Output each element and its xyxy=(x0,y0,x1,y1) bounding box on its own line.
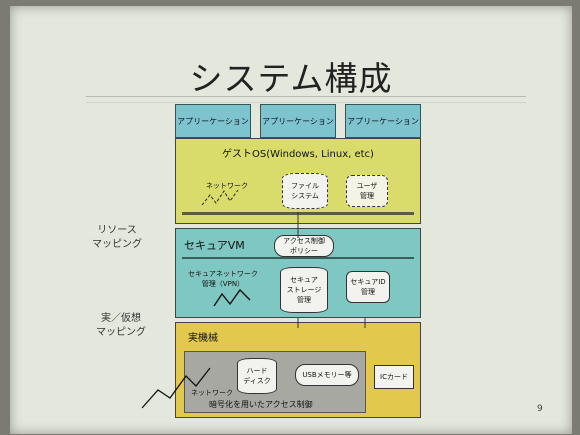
user-mgmt-line-1: ユーザ xyxy=(356,182,378,190)
side-label-real-virtual-mapping: 実／仮想 マッピング xyxy=(96,312,146,340)
app-box-3: アプリーケーション xyxy=(345,104,421,138)
slide-screen: システム構成 リソース マッピング 実／仮想 マッピング アプリーケーション ア… xyxy=(10,6,572,434)
app-box-1: アプリーケーション xyxy=(175,104,251,138)
hard-disk-cylinder: ハード ディスク xyxy=(237,358,277,394)
hardware-network-squiggle xyxy=(141,367,211,409)
page-number: 9 xyxy=(537,404,543,414)
side-label-line-1: 実／仮想 xyxy=(101,313,141,324)
usb-memory-pill: USBメモリー等 xyxy=(295,364,359,386)
access-policy-pill: アクセス制御 ポリシー xyxy=(274,235,334,257)
hardware-title: 実機械 xyxy=(188,333,218,344)
connector-lines xyxy=(141,189,366,409)
secure-storage-line-2: ストレージ xyxy=(286,286,322,294)
guest-network-squiggle xyxy=(201,189,239,206)
user-management-box: ユーザ 管理 xyxy=(346,175,388,207)
secure-storage-line-1: セキュア xyxy=(290,276,318,284)
app-box-2: アプリーケーション xyxy=(260,104,336,138)
hardware-inner-panel: ハード ディスク USBメモリー等 ネットワーク 暗号化を用いたアクセス制御 xyxy=(184,351,366,413)
encryption-caption: 暗号化を用いたアクセス制御 xyxy=(209,400,313,409)
secure-vm-title: セキュアVM xyxy=(184,239,245,252)
secure-network-label: セキュアネットワーク 管理（VPN） xyxy=(188,269,258,289)
hardware-network-label: ネットワーク xyxy=(191,389,233,397)
secure-storage-cylinder: セキュア ストレージ 管理 xyxy=(280,267,328,313)
side-label-line-2: マッピング xyxy=(92,239,142,250)
secure-id-line-1: セキュアID xyxy=(350,278,386,286)
side-label-line-2: マッピング xyxy=(96,327,146,338)
secure-storage-line-3: 管理 xyxy=(297,296,311,304)
secure-id-line-2: 管理 xyxy=(360,288,375,296)
secure-vm-layer: セキュアVM アクセス制御 ポリシー セキュアネットワーク 管理（VPN） セキ… xyxy=(175,228,421,318)
ic-card-box: ICカード xyxy=(374,365,414,389)
secure-network-squiggle xyxy=(213,288,251,307)
title-rule xyxy=(86,96,526,97)
file-system-line-1: ファイル xyxy=(291,182,319,190)
file-system-line-2: システム xyxy=(291,192,319,200)
secure-id-box: セキュアID 管理 xyxy=(346,271,390,303)
hard-disk-line-2: ディスク xyxy=(243,377,271,385)
file-system-cylinder: ファイル システム xyxy=(282,173,328,209)
secure-vm-bus-bar xyxy=(182,257,414,259)
guest-network-label: ネットワーク xyxy=(206,182,248,190)
side-label-line-1: リソース xyxy=(97,225,137,236)
secure-network-line-1: セキュアネットワーク xyxy=(188,270,258,278)
hard-disk-line-1: ハード xyxy=(246,367,268,375)
guest-os-title: ゲストOS(Windows, Linux, etc) xyxy=(222,149,374,160)
access-policy-line-2: ポリシー xyxy=(290,247,318,255)
slide-title: システム構成 xyxy=(189,59,393,98)
side-label-resource-mapping: リソース マッピング xyxy=(92,224,142,252)
hardware-layer: 実機械 ハード ディスク USBメモリー等 ネットワーク 暗号化を用いたアクセス… xyxy=(175,322,421,418)
secure-network-line-2: 管理（VPN） xyxy=(201,280,245,288)
title-rule-secondary xyxy=(86,102,526,103)
access-policy-line-1: アクセス制御 xyxy=(283,237,325,245)
user-mgmt-line-2: 管理 xyxy=(360,192,374,200)
